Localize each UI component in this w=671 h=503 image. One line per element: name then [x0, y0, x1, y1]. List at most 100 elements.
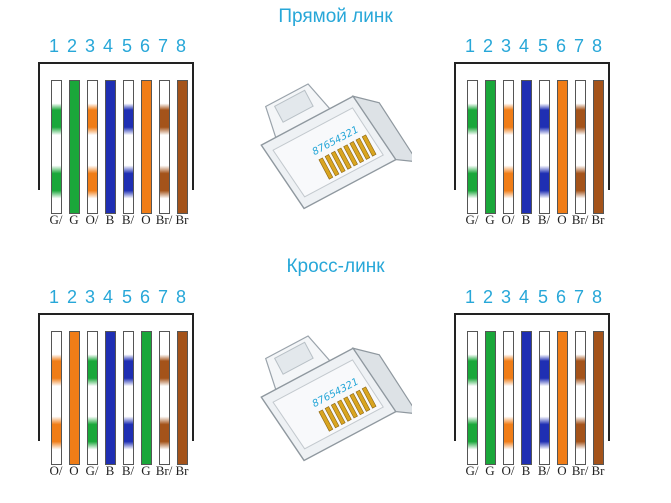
wire-o-striped-pin-3 [503, 331, 514, 465]
wire-code-label: G/ [49, 212, 63, 227]
wire-code-label: G [485, 212, 495, 227]
pin-number-2: 2 [482, 287, 493, 307]
pin-number-4: 4 [518, 36, 529, 56]
title-straight-link: Прямой линк [278, 6, 393, 27]
wire-g-striped-pin-3 [87, 331, 98, 465]
wire-code-label: O [557, 212, 567, 227]
wire-b-pin-4 [105, 80, 116, 214]
pin-number-6: 6 [555, 287, 566, 307]
wire-b-striped-pin-5 [539, 80, 550, 214]
pin-number-3: 3 [84, 287, 95, 307]
wire-code-label: Br [175, 463, 189, 478]
pin-number-2: 2 [66, 287, 77, 307]
wire-code-label: O [557, 463, 567, 478]
wire-code-label: O/ [49, 463, 63, 478]
wire-code-label: O/ [501, 212, 515, 227]
wire-br-pin-8 [177, 80, 188, 214]
wire-code-label: Br [591, 463, 605, 478]
wire-o-striped-pin-1 [51, 331, 62, 465]
wire-code-label: B/ [121, 212, 135, 227]
pin-number-4: 4 [102, 36, 113, 56]
wire-code-label: Br/ [155, 212, 173, 227]
pin-number-6: 6 [139, 287, 150, 307]
pin-number-4: 4 [518, 287, 529, 307]
pin-number-5: 5 [121, 287, 132, 307]
pin-number-8: 8 [175, 287, 186, 307]
wire-g-striped-pin-1 [467, 80, 478, 214]
pin-number-8: 8 [175, 36, 186, 56]
wire-b-striped-pin-5 [539, 331, 550, 465]
wire-g-striped-pin-1 [467, 331, 478, 465]
wire-o-striped-pin-3 [503, 80, 514, 214]
wire-code-label: Br/ [571, 212, 589, 227]
pin-number-4: 4 [102, 287, 113, 307]
pin-number-6: 6 [555, 36, 566, 56]
pin-number-2: 2 [66, 36, 77, 56]
pin-number-8: 8 [591, 287, 602, 307]
wire-br-pin-8 [593, 80, 604, 214]
pin-number-7: 7 [157, 287, 168, 307]
pin-number-7: 7 [573, 36, 584, 56]
pin-number-1: 1 [464, 287, 475, 307]
pin-number-6: 6 [139, 36, 150, 56]
pin-number-5: 5 [121, 36, 132, 56]
title-cross-link: Кросс-линк [286, 256, 385, 277]
wire-o-pin-6 [141, 80, 152, 214]
pin-number-7: 7 [157, 36, 168, 56]
wire-code-label: B [105, 212, 115, 227]
wire-code-label: B [521, 212, 531, 227]
wire-g-pin-2 [485, 80, 496, 214]
wire-o-pin-6 [557, 80, 568, 214]
pin-number-7: 7 [573, 287, 584, 307]
rj45-plug-image-bottom: 87654321 [252, 320, 419, 470]
pin-number-5: 5 [537, 36, 548, 56]
wire-code-label: Br/ [571, 463, 589, 478]
wire-code-label: O [141, 212, 151, 227]
wire-o-pin-6 [557, 331, 568, 465]
wire-br-striped-pin-7 [159, 331, 170, 465]
wire-br-striped-pin-7 [575, 331, 586, 465]
wire-g-pin-6 [141, 331, 152, 465]
pin-number-1: 1 [48, 36, 59, 56]
wire-code-label: B/ [537, 463, 551, 478]
wire-b-pin-4 [105, 331, 116, 465]
wire-code-label: O/ [85, 212, 99, 227]
pin-number-2: 2 [482, 36, 493, 56]
wire-code-label: B [521, 463, 531, 478]
wire-code-label: G/ [465, 212, 479, 227]
wire-b-pin-4 [521, 331, 532, 465]
wire-code-label: G/ [465, 463, 479, 478]
wire-b-pin-4 [521, 80, 532, 214]
wire-code-label: G [141, 463, 151, 478]
wire-code-label: Br/ [155, 463, 173, 478]
wire-g-pin-2 [485, 331, 496, 465]
pin-number-3: 3 [500, 287, 511, 307]
wire-br-striped-pin-7 [575, 80, 586, 214]
wire-code-label: G [69, 212, 79, 227]
pin-number-3: 3 [84, 36, 95, 56]
rj45-plug-icon: 87654321 [260, 83, 419, 210]
wire-o-pin-2 [69, 331, 80, 465]
pin-number-5: 5 [537, 287, 548, 307]
wire-br-pin-8 [177, 331, 188, 465]
pin-number-8: 8 [591, 36, 602, 56]
pin-number-1: 1 [48, 287, 59, 307]
wire-code-label: B [105, 463, 115, 478]
wire-o-striped-pin-3 [87, 80, 98, 214]
wire-b-striped-pin-5 [123, 80, 134, 214]
pin-number-1: 1 [464, 36, 475, 56]
wire-code-label: G/ [85, 463, 99, 478]
wire-g-pin-2 [69, 80, 80, 214]
wire-br-striped-pin-7 [159, 80, 170, 214]
